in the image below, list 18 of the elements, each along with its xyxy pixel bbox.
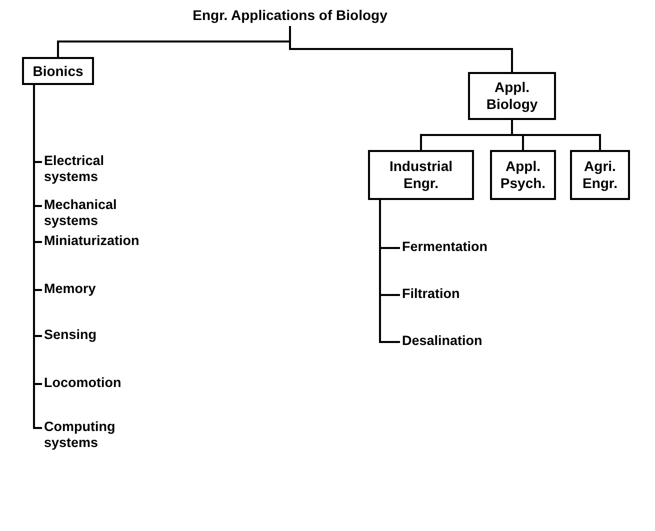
item-label: Mechanical systems <box>44 197 154 231</box>
item-label: Memory <box>44 281 154 299</box>
category-box: Appl. Biology <box>468 72 556 120</box>
root-title: Engr. Applications of Biology <box>190 4 390 26</box>
item-label: Sensing <box>44 327 154 345</box>
category-box: Industrial Engr. <box>368 150 474 200</box>
connector-line <box>289 26 513 72</box>
item-label: Locomotion <box>44 375 154 393</box>
item-label: Computing systems <box>44 419 154 453</box>
item-label: Filtration <box>402 286 522 304</box>
item-label: Electrical systems <box>44 153 154 187</box>
item-label: Miniaturization <box>44 233 174 251</box>
connector-line <box>379 200 400 343</box>
category-box: Bionics <box>22 57 94 85</box>
item-label: Desalination <box>402 333 522 351</box>
item-label: Fermentation <box>402 239 522 257</box>
category-box: Appl. Psych. <box>490 150 556 200</box>
category-box: Agri. Engr. <box>570 150 630 200</box>
